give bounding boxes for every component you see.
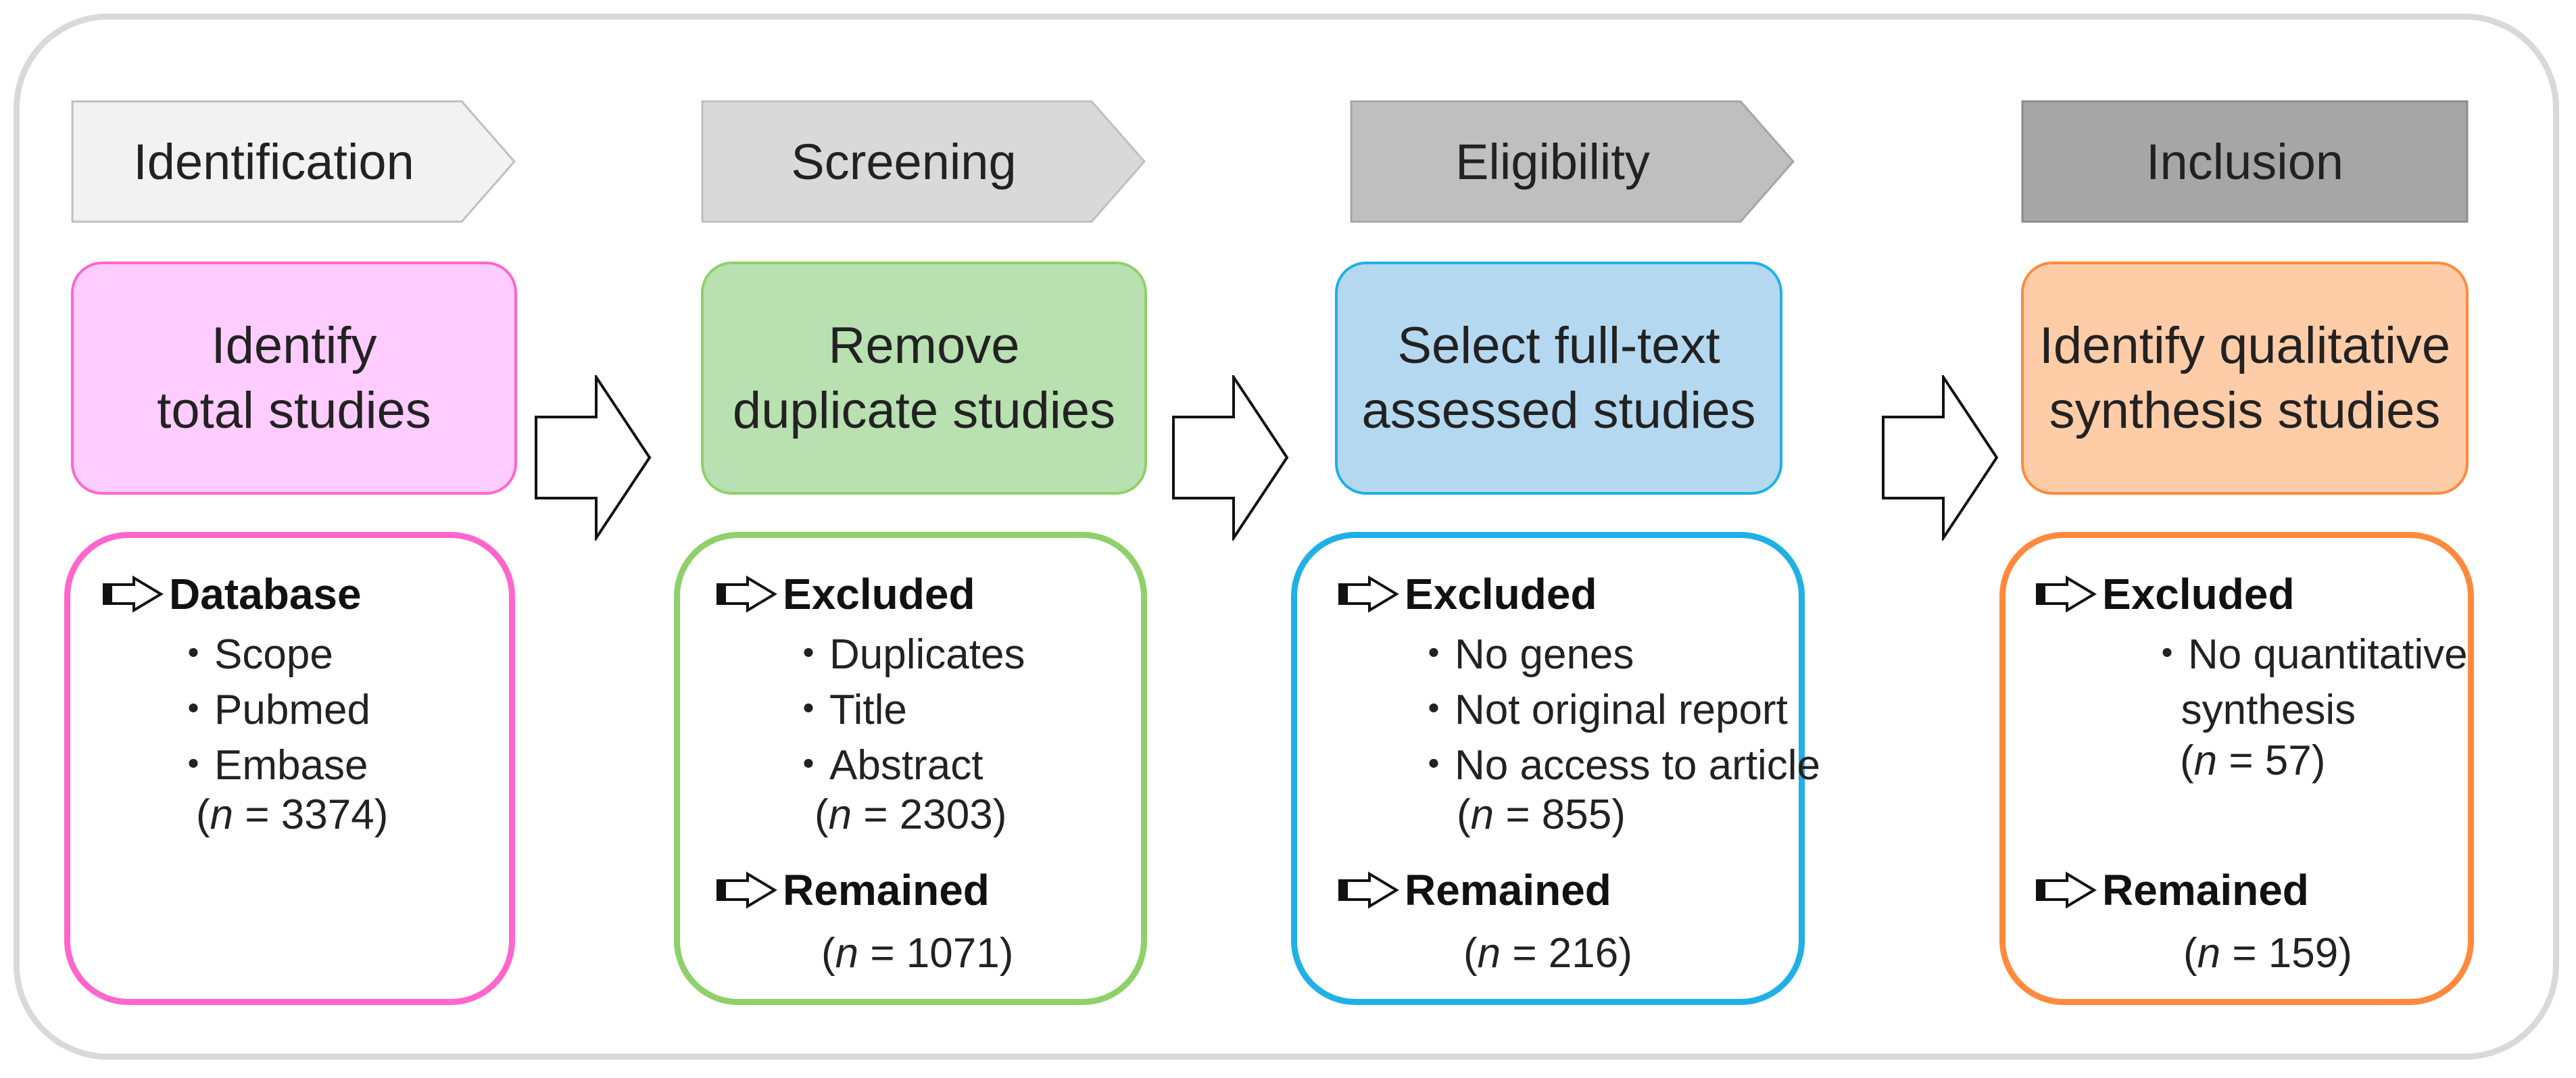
count-label: (n = 3374) bbox=[196, 791, 389, 838]
stage-screening: Screening bbox=[701, 100, 1147, 223]
detail-box-identify bbox=[64, 532, 515, 1005]
section-heading: Excluded bbox=[2102, 570, 2295, 618]
section-excluded: Excluded bbox=[1337, 569, 1597, 619]
count-value: = 216) bbox=[1501, 930, 1632, 977]
stage-label: Eligibility bbox=[1455, 133, 1650, 190]
step-heading-identify: Identify total studies bbox=[71, 262, 517, 495]
n-symbol: n bbox=[828, 791, 852, 838]
section-heading: Excluded bbox=[1405, 570, 1597, 618]
step-heading-select: Select full-text assessed studies bbox=[1335, 262, 1782, 495]
flow-arrow-2 bbox=[1172, 375, 1289, 541]
excluded-list: ・Duplicates ・Title ・Abstract bbox=[787, 627, 1025, 793]
list-item: ・No genes bbox=[1413, 631, 1634, 678]
list-item: ・No access to article bbox=[1413, 742, 1820, 789]
count-label: (n = 2303) bbox=[815, 791, 1007, 838]
stage-label: Screening bbox=[791, 133, 1017, 190]
section-heading: Remained bbox=[783, 866, 990, 914]
n-symbol: n bbox=[835, 930, 859, 977]
stage-box-shape bbox=[2021, 100, 2469, 223]
stage-arrow-polygon bbox=[1350, 100, 1795, 223]
section-database: Database bbox=[101, 569, 362, 619]
list-item: ・Pubmed bbox=[172, 687, 370, 733]
small-arrow-icon bbox=[716, 575, 777, 613]
detail-box-qualitative bbox=[1999, 532, 2474, 1005]
stage-arrow-shape bbox=[71, 100, 516, 223]
count-value: = 57) bbox=[2217, 737, 2326, 784]
stage-eligibility: Eligibility bbox=[1350, 100, 1796, 223]
stage-identification: Identification bbox=[71, 100, 517, 223]
stage-inclusion: Inclusion bbox=[2021, 100, 2469, 223]
section-remained: Remained bbox=[1337, 865, 1611, 915]
flow-arrow-polygon bbox=[1882, 375, 1999, 541]
count-value: = 159) bbox=[2220, 930, 2352, 977]
section-remained: Remained bbox=[715, 865, 990, 915]
list-item: synthesis bbox=[2146, 687, 2356, 733]
n-symbol: n bbox=[210, 791, 234, 838]
small-arrow-icon bbox=[716, 871, 777, 909]
stage-arrow-shape bbox=[1350, 100, 1795, 223]
detail-box-remove bbox=[674, 532, 1147, 1005]
count-label: (n = 159) bbox=[2183, 930, 2352, 977]
small-arrow-icon bbox=[2036, 575, 2097, 613]
section-heading: Remained bbox=[2102, 866, 2309, 914]
list-item: ・No quantitative bbox=[2146, 631, 2468, 678]
section-remained: Remained bbox=[2035, 865, 2309, 915]
small-arrow-icon bbox=[1338, 871, 1399, 909]
n-symbol: n bbox=[1477, 930, 1501, 977]
count-label: (n = 855) bbox=[1457, 791, 1626, 838]
stage-arrow-polygon bbox=[701, 100, 1146, 223]
list-item: ・Embase bbox=[172, 742, 368, 789]
list-item: ・Abstract bbox=[787, 742, 983, 789]
small-arrow-icon bbox=[1338, 575, 1399, 613]
n-symbol: n bbox=[2193, 737, 2218, 784]
step-heading-qualitative: Identify qualitative synthesis studies bbox=[2021, 262, 2469, 495]
count-label: (n = 216) bbox=[1463, 930, 1632, 977]
stage-box-polygon bbox=[2021, 100, 2469, 223]
flow-arrow-polygon bbox=[535, 375, 652, 541]
small-arrow-icon bbox=[2036, 871, 2097, 909]
count-value: = 2303) bbox=[852, 791, 1007, 838]
small-arrow-icon bbox=[103, 575, 164, 613]
excluded-list: ・No genes ・Not original report ・No acces… bbox=[1413, 627, 1820, 793]
count-value: = 855) bbox=[1494, 791, 1626, 838]
section-heading: Remained bbox=[1405, 866, 1611, 914]
stage-label: Identification bbox=[133, 133, 414, 190]
flow-arrow-1 bbox=[535, 375, 652, 541]
list-item: ・Scope bbox=[172, 631, 333, 678]
section-excluded: Excluded bbox=[715, 569, 975, 619]
section-heading: Database bbox=[169, 570, 362, 618]
count-label: (n = 57) bbox=[2180, 737, 2326, 784]
database-list: ・Scope ・Pubmed ・Embase bbox=[172, 627, 370, 793]
flow-arrow-polygon bbox=[1172, 375, 1289, 541]
n-symbol: n bbox=[2197, 930, 2221, 977]
list-item: ・Not original report bbox=[1413, 687, 1788, 733]
excluded-list: ・No quantitative synthesis bbox=[2146, 627, 2468, 738]
list-item: ・Duplicates bbox=[787, 631, 1025, 678]
flow-arrow-3 bbox=[1882, 375, 1999, 541]
list-item: ・Title bbox=[787, 687, 907, 733]
stage-arrow-polygon bbox=[71, 100, 516, 223]
detail-box-select bbox=[1291, 532, 1805, 1005]
n-symbol: n bbox=[1470, 791, 1494, 838]
stage-arrow-shape bbox=[701, 100, 1146, 223]
count-value: = 1071) bbox=[858, 930, 1014, 977]
section-excluded: Excluded bbox=[2035, 569, 2295, 619]
step-heading-remove: Remove duplicate studies bbox=[701, 262, 1147, 495]
stage-label: Inclusion bbox=[2145, 133, 2344, 190]
section-heading: Excluded bbox=[783, 570, 975, 618]
count-label: (n = 1071) bbox=[821, 930, 1014, 977]
count-value: = 3374) bbox=[233, 791, 389, 838]
